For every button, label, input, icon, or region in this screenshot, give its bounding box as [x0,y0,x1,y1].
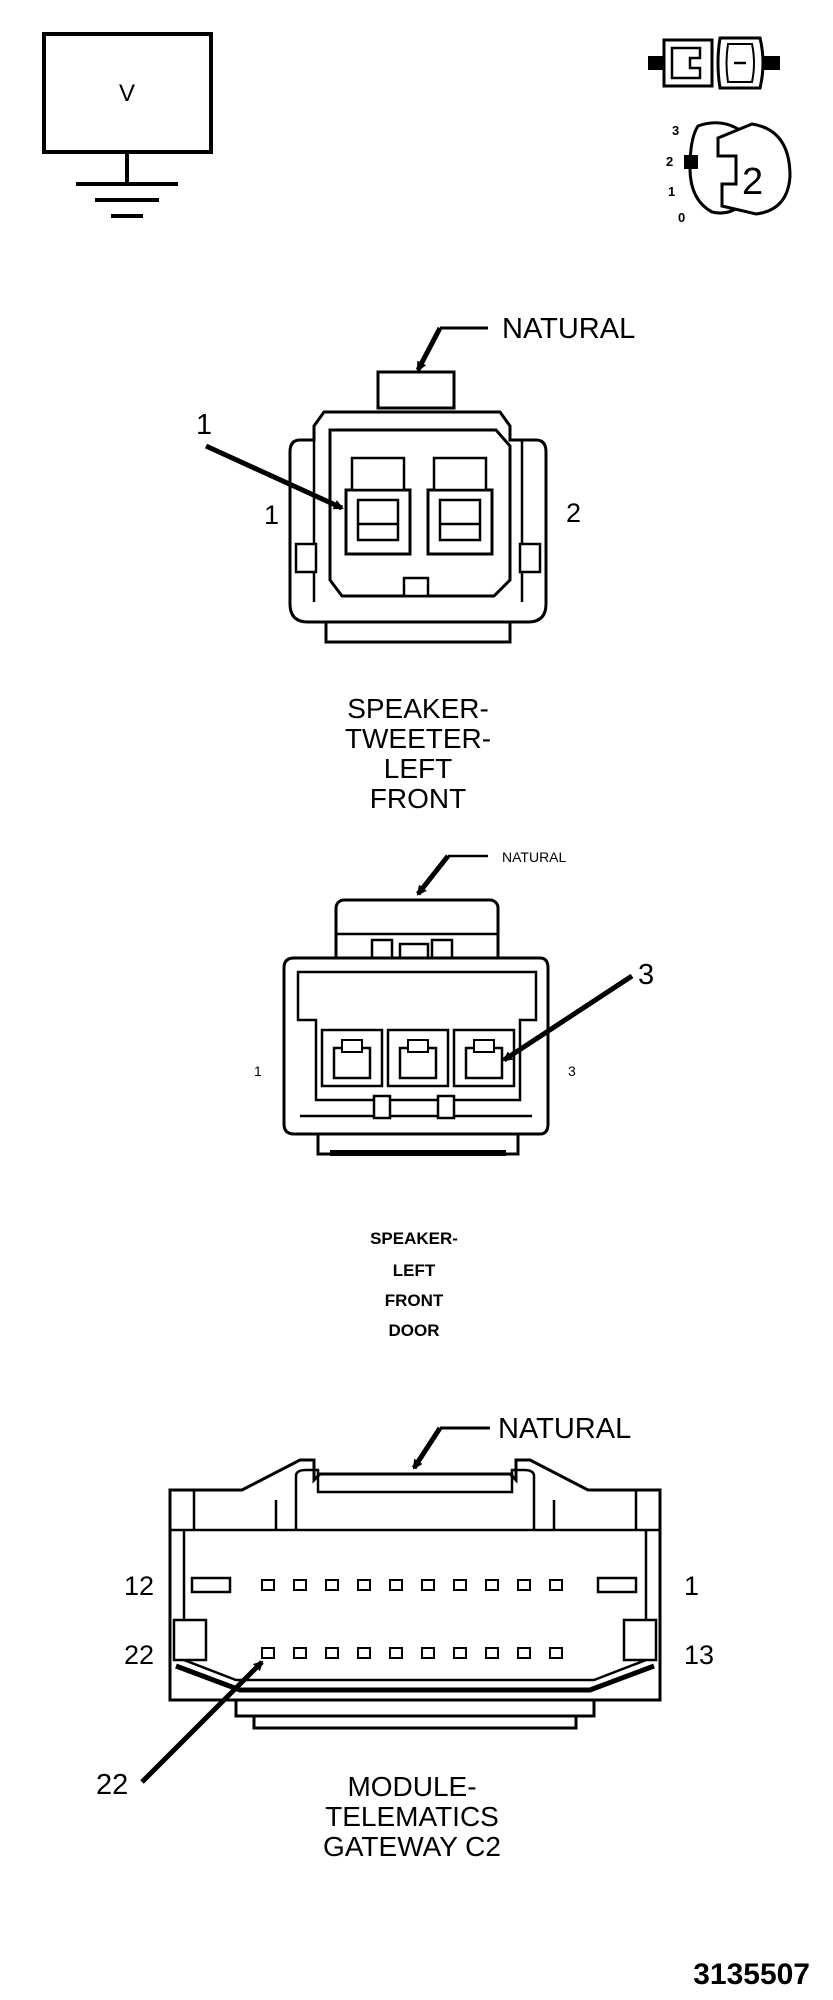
connector-caption: GATEWAY C2 [323,1831,501,1862]
pin-label: 22 [124,1640,154,1670]
disconnected-connector-icon [648,36,780,90]
ignition-position-0: 0 [678,210,685,225]
connector-caption: FRONT [385,1291,444,1310]
ignition-position-1: 1 [668,184,675,199]
callout-number: 22 [96,1769,128,1801]
connector-caption: DOOR [389,1321,440,1340]
ignition-position-2: 2 [666,154,673,169]
housing-color-label: NATURAL [498,1413,631,1445]
connector-speaker-door: NATURAL 1 3 3 SPEAKER- LEFT FRONT DOOR [254,849,654,1340]
pin-label: 1 [254,1063,262,1079]
connector-speaker-tweeter: NATURAL 1 2 1 SPEAKER- TWEETER- LEFT FRO… [196,313,635,814]
connector-caption: TELEMATICS [325,1801,499,1832]
connector-caption: TWEETER- [345,723,491,754]
pin-label: 1 [684,1571,699,1601]
connector-caption: LEFT [393,1261,436,1280]
connector-caption: MODULE- [347,1771,476,1802]
connector-caption: SPEAKER- [347,693,489,724]
ignition-selected-position: 2 [742,161,763,203]
connector-telematics-gateway: NATURAL [96,1413,714,1862]
voltmeter-label: V [119,80,135,107]
housing-color-label: NATURAL [502,313,635,345]
ignition-pointer [684,155,698,169]
figure-number: 3135507 [693,1958,810,1991]
callout-number: 3 [638,959,654,991]
voltmeter-box [42,32,213,154]
pin-label: 3 [568,1063,576,1079]
ignition-key-icon: 3 2 1 0 2 [666,121,792,225]
pin-label: 12 [124,1571,154,1601]
housing-color-label: NATURAL [502,849,567,865]
pin-row-bottom [261,1647,563,1659]
pin-label: 2 [566,498,581,528]
ignition-position-3: 3 [672,123,679,138]
pin-label: 13 [684,1640,714,1670]
pin-label: 1 [264,500,279,530]
connector-caption: LEFT [384,753,452,784]
voltmeter-symbol: V [42,32,213,218]
ground-icon [76,182,178,218]
pin-cavity [344,488,412,556]
callout-number: 1 [196,409,212,441]
pin-row-top [261,1579,563,1591]
connector-caption: SPEAKER- [370,1229,458,1248]
connector-caption: FRONT [370,783,466,814]
